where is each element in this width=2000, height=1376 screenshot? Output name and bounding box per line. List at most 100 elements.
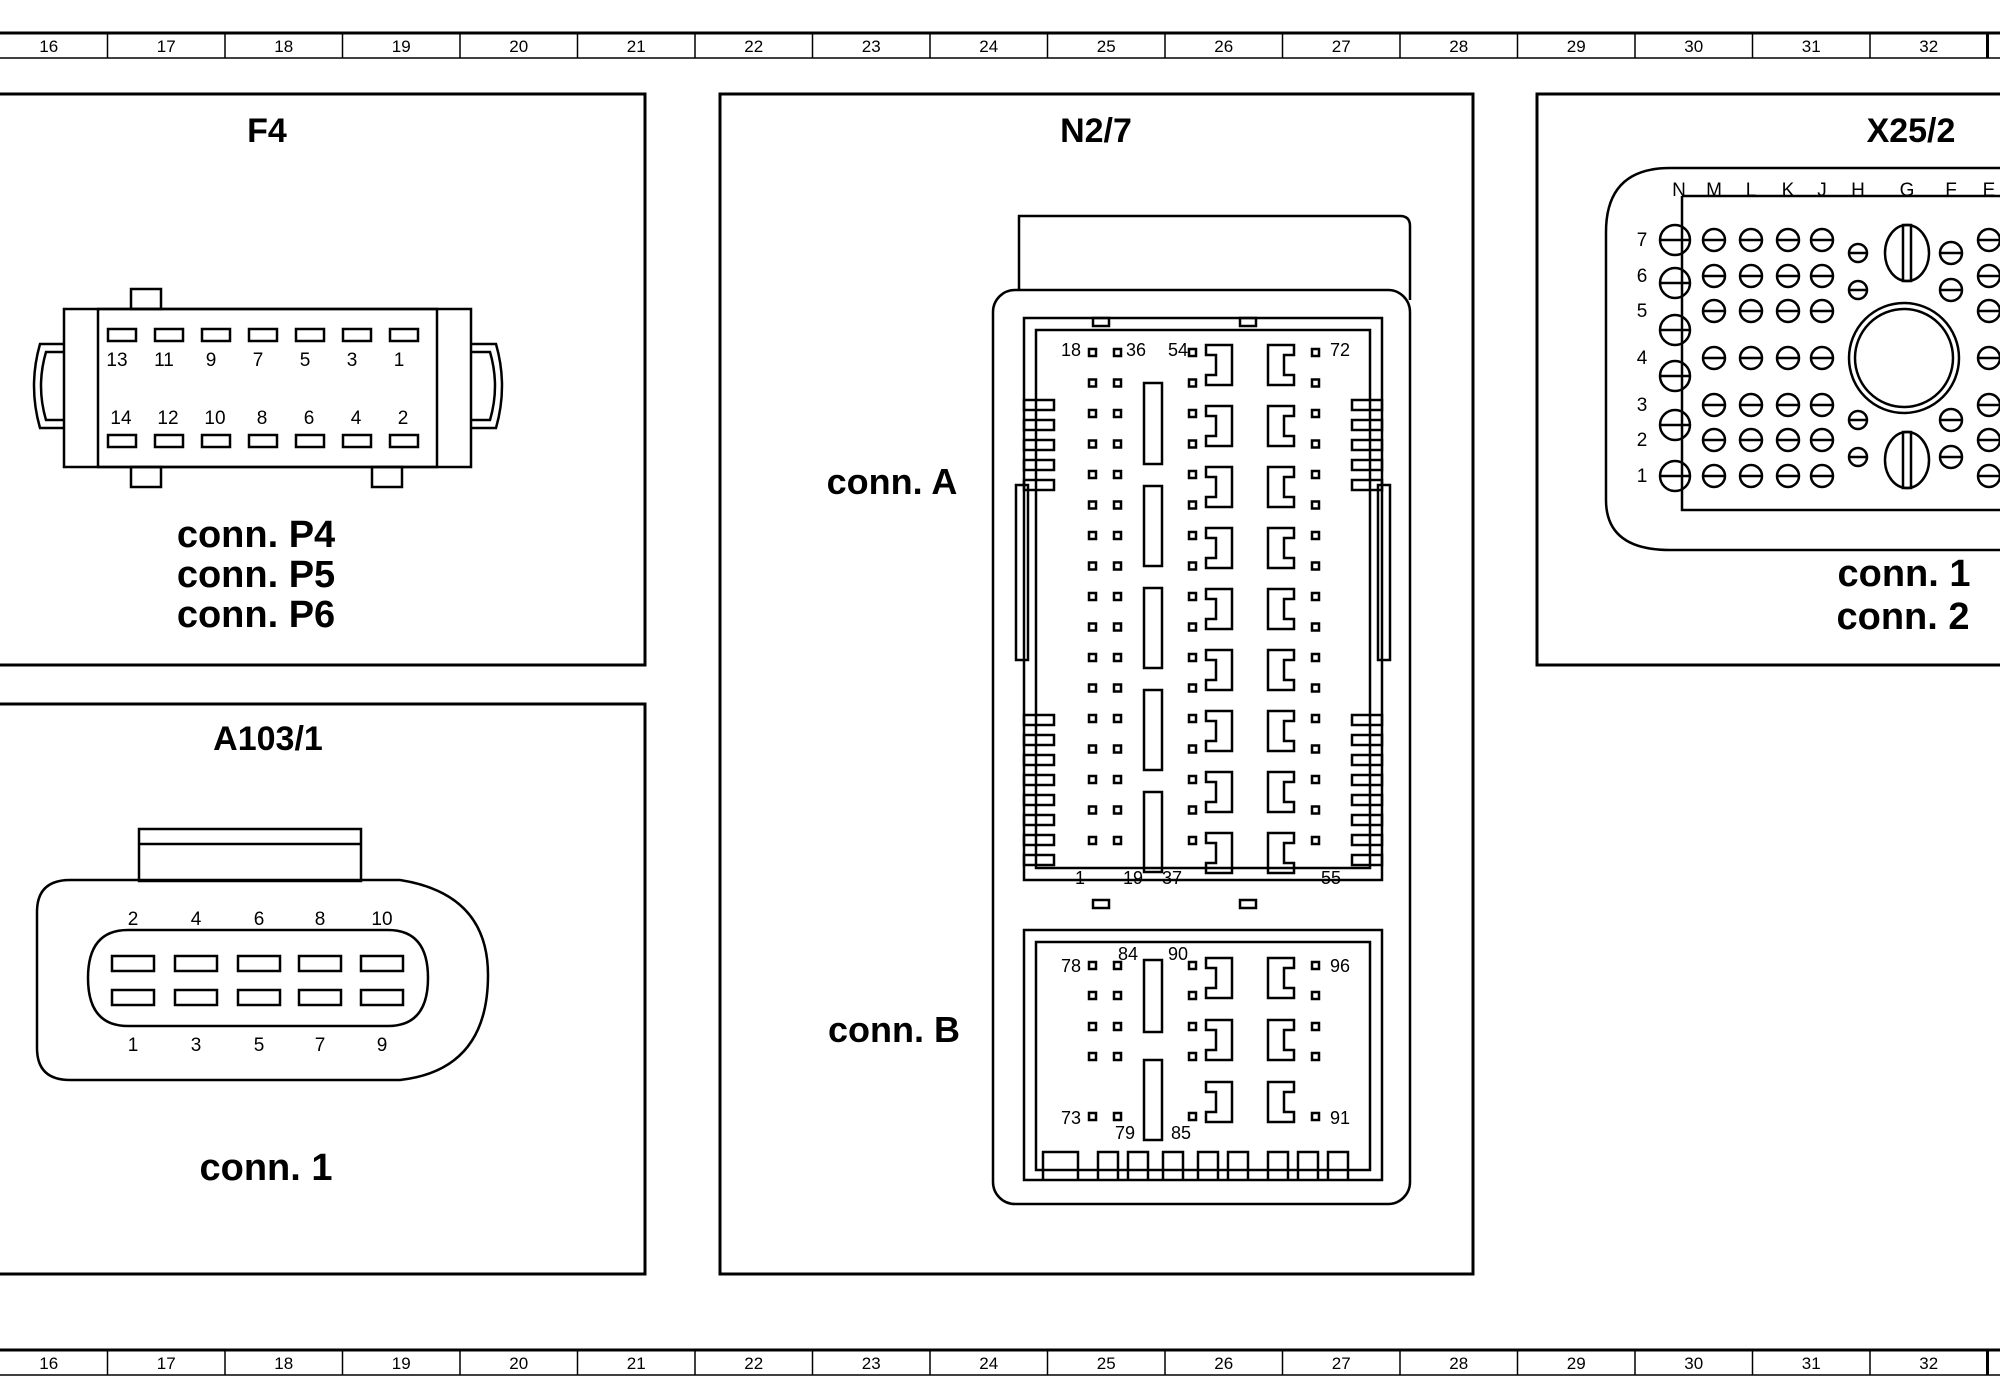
ruler-number: 27 [1332, 1354, 1351, 1373]
pin-square [1187, 530, 1198, 541]
pin-number: 7 [315, 1035, 326, 1056]
pin-blade [1142, 381, 1164, 466]
pin-slot [297, 954, 343, 973]
pin-blade [1142, 586, 1164, 670]
pin-square [1310, 408, 1321, 419]
pin-hook [1266, 831, 1296, 875]
ruler-number: 31 [1802, 37, 1821, 56]
pin-square [1310, 1111, 1321, 1122]
pin-square [1112, 805, 1123, 815]
pin-hook [1204, 956, 1234, 1000]
pin-slot [294, 327, 326, 343]
pin-slot [153, 327, 185, 343]
ruler-number: 32 [1919, 1354, 1938, 1373]
row-number: 1 [1637, 466, 1648, 487]
pin-square [1112, 744, 1123, 754]
pin-square [1187, 622, 1198, 632]
latch-comb [1350, 793, 1384, 807]
latch-comb [1350, 418, 1384, 432]
pin-square [1310, 713, 1321, 724]
row-number: 4 [1637, 348, 1648, 369]
row-number: 7 [1637, 230, 1648, 251]
pin-square [1112, 1051, 1123, 1062]
pin-hook [1204, 465, 1234, 509]
pin-square [1112, 1111, 1123, 1122]
pin-number: 8 [257, 408, 268, 429]
ruler-number: 30 [1684, 37, 1703, 56]
pin-number: 8 [315, 909, 326, 930]
pin-hook [1204, 404, 1234, 448]
ruler-number: 16 [39, 37, 58, 56]
ruler-number: 23 [862, 1354, 881, 1373]
pin-number: 36 [1126, 340, 1146, 360]
pin-number: 85 [1171, 1123, 1191, 1143]
pin-hook [1266, 526, 1296, 570]
ruler-number: 19 [392, 1354, 411, 1373]
pin-hook [1204, 1018, 1234, 1062]
pin-square [1112, 591, 1123, 602]
pin-number: 78 [1061, 956, 1081, 976]
pin-slot [236, 954, 282, 973]
pin-slot [173, 954, 219, 973]
ruler-number: 30 [1684, 1354, 1703, 1373]
a103-connector-drawing [35, 827, 490, 1082]
ruler-number: 29 [1567, 1354, 1586, 1373]
ruler-number: 28 [1449, 1354, 1468, 1373]
pin-number: 1 [128, 1035, 139, 1056]
pin-square [1310, 1021, 1321, 1032]
pin-hole [1883, 430, 1931, 490]
ruler-number: 21 [627, 37, 646, 56]
pin-square [1112, 378, 1123, 388]
ruler-number: 16 [39, 1354, 58, 1373]
ruler-number: 31 [1802, 1354, 1821, 1373]
pin-number: 6 [304, 408, 315, 429]
pin-number: 18 [1061, 340, 1081, 360]
pin-square [1112, 408, 1123, 419]
pin-number: 14 [110, 408, 132, 429]
pin-square [1187, 591, 1198, 602]
latch-comb [1022, 793, 1056, 807]
pin-number: 79 [1115, 1123, 1135, 1143]
pin-hook [1266, 956, 1296, 1000]
pin-number: 11 [154, 350, 174, 371]
latch-comb [1350, 733, 1384, 747]
pin-square [1112, 500, 1123, 510]
connector-label-b: conn. B [828, 1009, 960, 1050]
pin-square [1112, 347, 1123, 358]
latch-comb [1022, 418, 1056, 432]
pin-number: 5 [300, 350, 311, 371]
pin-number: 13 [106, 350, 127, 371]
ruler-number: 23 [862, 37, 881, 56]
pin-square [1310, 744, 1321, 754]
latch-comb [1022, 833, 1056, 847]
pin-square [1187, 683, 1198, 693]
column-letter: L [1746, 180, 1757, 201]
latch-tooth [1266, 1150, 1290, 1180]
pin-square [1112, 990, 1123, 1001]
pin-square [1087, 378, 1098, 388]
pin-square [1310, 500, 1321, 510]
pin-square [1112, 713, 1123, 724]
pin-number: 10 [371, 909, 392, 930]
pin-slot [341, 433, 373, 449]
pin-hook [1266, 404, 1296, 448]
latch-comb [1350, 773, 1384, 787]
x25-connector-drawing [1604, 166, 2000, 552]
pin-hook [1204, 831, 1234, 875]
pin-square [1112, 561, 1123, 571]
pin-square [1087, 347, 1098, 358]
pin-hook [1266, 709, 1296, 753]
pin-number: 1 [1075, 868, 1085, 888]
pin-number: 4 [351, 408, 362, 429]
pin-square [1187, 805, 1198, 815]
pin-square [1112, 652, 1123, 663]
pin-number: 9 [377, 1035, 388, 1056]
pin-number: 9 [206, 350, 217, 371]
latch-comb [1022, 813, 1056, 827]
pin-slot [110, 988, 156, 1007]
latch-comb [1022, 753, 1056, 767]
latch-tooth [1326, 1150, 1350, 1180]
pin-square [1310, 683, 1321, 693]
